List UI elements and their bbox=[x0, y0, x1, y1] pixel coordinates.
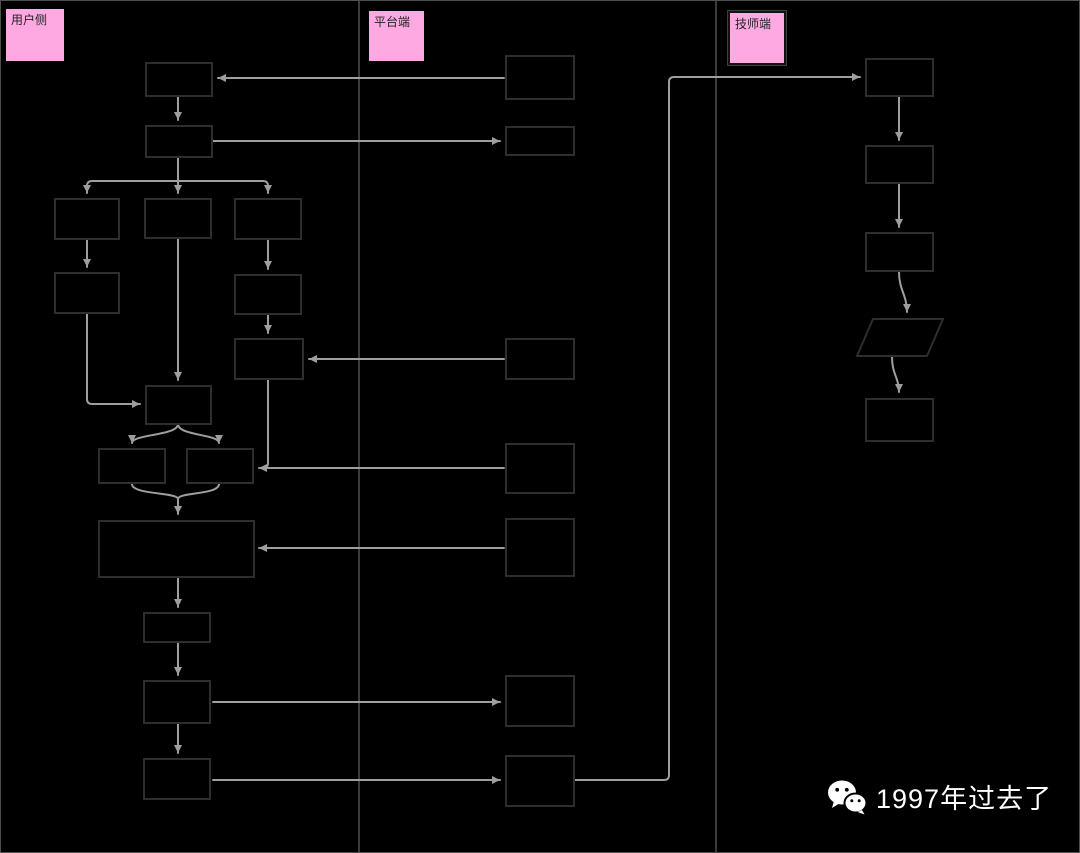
node-platform-7 bbox=[505, 755, 575, 807]
edge bbox=[128, 423, 179, 444]
node-user-4 bbox=[144, 198, 212, 239]
node-user-14 bbox=[143, 680, 211, 724]
edge bbox=[177, 483, 220, 500]
node-user-10 bbox=[98, 448, 166, 484]
watermark: 1997年过去了 bbox=[827, 777, 1052, 816]
node-user-7 bbox=[234, 274, 302, 315]
node-user-2 bbox=[145, 125, 213, 158]
node-user-3 bbox=[54, 198, 120, 240]
edge bbox=[131, 483, 179, 500]
node-user-8 bbox=[234, 338, 304, 380]
node-user-5 bbox=[234, 198, 302, 240]
node-technician-2 bbox=[865, 145, 934, 184]
node-user-9 bbox=[145, 385, 212, 425]
node-user-1 bbox=[145, 62, 213, 97]
lane-label-platform-text: 平台端 bbox=[374, 15, 411, 29]
node-user-6 bbox=[54, 272, 120, 314]
node-user-13 bbox=[143, 612, 211, 643]
watermark-text: 1997年过去了 bbox=[876, 784, 1053, 814]
lane-label-platform: 平台端 bbox=[369, 11, 424, 61]
node-platform-3 bbox=[505, 338, 575, 380]
nodes bbox=[54, 55, 945, 807]
node-technician-5 bbox=[865, 398, 934, 442]
lane-label-technician: 技师端 bbox=[727, 10, 787, 66]
node-platform-2 bbox=[505, 126, 575, 156]
node-platform-6 bbox=[505, 675, 575, 727]
lane-label-technician-text: 技师端 bbox=[735, 17, 772, 31]
edge bbox=[262, 379, 269, 469]
node-platform-4 bbox=[505, 443, 575, 494]
lane-dividers bbox=[358, 1, 717, 852]
edge bbox=[898, 271, 911, 313]
node-user-12 bbox=[98, 520, 255, 578]
edge bbox=[177, 180, 272, 194]
edge bbox=[574, 73, 861, 781]
node-technician-1 bbox=[865, 58, 934, 97]
edge bbox=[177, 423, 223, 444]
edge bbox=[83, 180, 179, 194]
node-technician-3 bbox=[865, 232, 934, 272]
node-user-11 bbox=[186, 448, 254, 484]
node-technician-4-parallelogram bbox=[855, 318, 945, 357]
node-platform-1 bbox=[505, 55, 575, 100]
edge bbox=[891, 356, 903, 393]
node-platform-5 bbox=[505, 518, 575, 577]
lane-label-user-text: 用户侧 bbox=[11, 13, 48, 27]
lane-label-user: 用户侧 bbox=[6, 9, 64, 61]
node-user-15 bbox=[143, 758, 211, 800]
edge bbox=[86, 313, 141, 408]
wechat-icon bbox=[827, 779, 867, 815]
edges bbox=[83, 73, 911, 784]
